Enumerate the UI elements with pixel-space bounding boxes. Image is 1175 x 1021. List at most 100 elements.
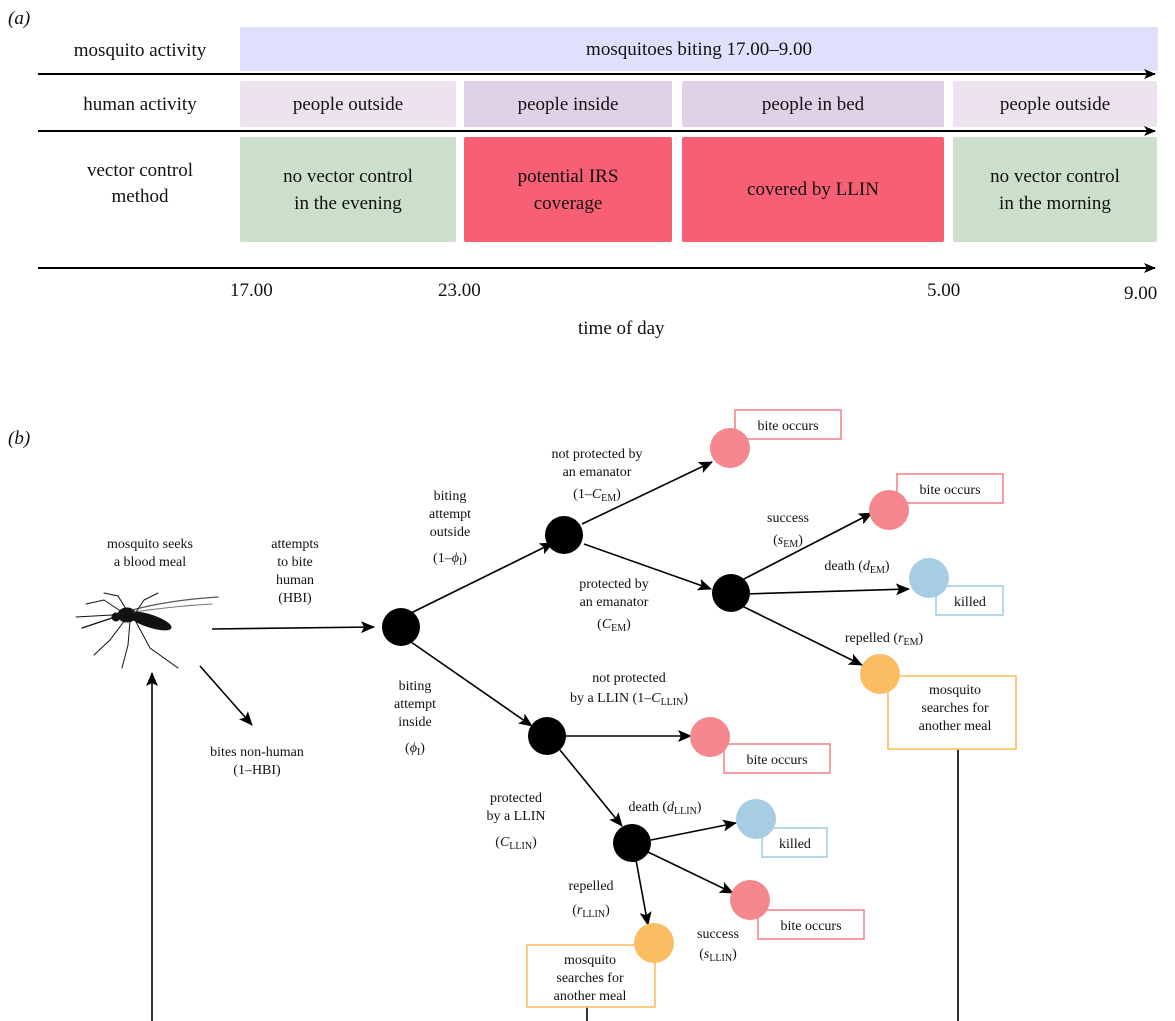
edge-llin-to-repelled	[635, 859, 652, 926]
time-axis-label: time of day	[578, 318, 665, 339]
node-inside	[528, 717, 566, 755]
label-search-llin-2: searches for	[556, 971, 624, 986]
label-nonhuman-2: (1–HBI)	[233, 763, 281, 778]
label-em-3: (CEM)	[597, 617, 631, 634]
label-inside-1: biting	[399, 679, 432, 694]
circle-bite-inside	[690, 717, 730, 757]
label-bite-outside: bite occurs	[757, 419, 818, 434]
vector-box-irs: potential IRS coverage	[464, 137, 672, 242]
label-search-em-1: mosquito	[929, 683, 981, 698]
circle-search-llin	[634, 923, 674, 963]
label-search-em-2: searches for	[921, 701, 989, 716]
label-killed-em: killed	[954, 595, 986, 610]
time-tick-500: 5.00	[927, 280, 961, 301]
circle-bite-em	[869, 490, 909, 530]
label-outside-3: outside	[430, 525, 470, 540]
label-not-em-3: (1–CEM)	[573, 487, 621, 504]
circle-bite-llin	[730, 880, 770, 920]
mosquito-biting-bar: mosquitoes biting 17.00–9.00	[240, 27, 1158, 71]
human-box-inside: people inside	[464, 81, 672, 127]
human-box-outside-morning: people outside	[953, 81, 1157, 127]
node-outside	[545, 516, 583, 554]
label-inside-2: attempt	[394, 697, 436, 712]
label-bite-inside: bite occurs	[746, 753, 807, 768]
label-death-em: death (dEM)	[824, 559, 889, 576]
label-nonhuman-1: bites non-human	[210, 745, 304, 760]
label-search-llin-3: another meal	[554, 989, 627, 1004]
edge-attempt-to-inside	[410, 641, 533, 727]
vector-irs-line1: potential IRS	[517, 165, 619, 187]
edge-llin-to-success	[647, 851, 734, 894]
panel-a-arrows	[38, 69, 1156, 273]
vector-evening-line1: no vector control	[283, 165, 413, 187]
label-death-llin: death (dLLIN)	[629, 800, 702, 817]
vector-box-evening: no vector control in the evening	[240, 137, 456, 242]
row-label-mosquito-activity: mosquito activity	[73, 40, 207, 61]
label-not-llin-2: by a LLIN (1–CLLIN)	[570, 691, 688, 708]
vector-morning-line2: in the morning	[999, 192, 1111, 214]
label-outside-2: attempt	[429, 507, 471, 522]
circle-bite-outside	[710, 428, 750, 468]
edge-em-to-death	[744, 583, 910, 596]
box-killed-em	[935, 585, 1004, 616]
label-repelled-llin-1: repelled	[568, 879, 613, 894]
circle-killed-em	[909, 558, 949, 598]
label-success-llin-2: (sLLIN)	[699, 947, 737, 964]
label-repelled-em: repelled (rEM)	[845, 631, 924, 648]
label-killed-llin: killed	[779, 837, 811, 852]
edge-em-to-repelled	[741, 605, 863, 666]
edge-outside-to-em	[583, 543, 712, 591]
label-outside-1: biting	[434, 489, 467, 504]
label-inside-3: inside	[398, 715, 431, 730]
box-bite-inside	[723, 743, 831, 774]
vector-box-llin: covered by LLIN	[682, 137, 944, 242]
label-search-llin-1: mosquito	[564, 953, 616, 968]
node-llin	[613, 824, 651, 862]
label-llin-3: (CLLIN)	[495, 835, 537, 852]
human-box-in-bed: people in bed	[682, 81, 944, 127]
edge-attempt-to-outside	[410, 542, 554, 614]
box-killed-llin	[761, 827, 828, 858]
node-attempt	[382, 608, 420, 646]
edge-outside-to-bite	[581, 461, 713, 525]
label-llin-2: by a LLIN	[486, 809, 545, 824]
label-em-2: an emanator	[580, 595, 649, 610]
vector-evening-line2: in the evening	[294, 192, 402, 214]
label-attempt-1: attempts	[271, 537, 318, 552]
vector-morning-line1: no vector control	[990, 165, 1120, 187]
human-box-outside-evening: people outside	[240, 81, 456, 127]
label-seek-2: a blood meal	[114, 555, 186, 570]
box-bite-em	[896, 473, 1004, 504]
label-bite-llin: bite occurs	[780, 919, 841, 934]
box-bite-llin	[757, 909, 865, 940]
label-seek-1: mosquito seeks	[107, 537, 193, 552]
box-search-llin	[526, 944, 656, 1008]
label-em-1: protected by	[579, 577, 649, 592]
label-not-em-1: not protected by	[552, 447, 643, 462]
time-tick-900: 9.00	[1124, 283, 1158, 304]
box-search-em	[887, 675, 1017, 750]
vector-irs-line2: coverage	[533, 192, 603, 214]
label-not-em-2: an emanator	[563, 465, 632, 480]
time-tick-1700: 17.00	[230, 280, 273, 301]
row-label-vector-control: vector control method	[40, 158, 240, 210]
label-inside-4: (ϕI)	[405, 741, 425, 758]
mosquito-icon	[75, 592, 219, 669]
edge-em-to-success	[741, 512, 873, 581]
label-outside-4: (1–ϕI)	[433, 551, 467, 568]
label-attempt-3: human	[276, 573, 314, 588]
label-success-em-1: success	[767, 511, 809, 526]
panel-b-label: (b)	[8, 428, 31, 449]
label-llin-1: protected	[490, 791, 542, 806]
time-tick-2300: 23.00	[438, 280, 481, 301]
node-em	[712, 574, 750, 612]
edge-seek-to-nonhuman	[199, 665, 253, 726]
edge-seek-to-attempt	[211, 621, 375, 634]
circle-killed-llin	[736, 799, 776, 839]
panel-a-label: (a)	[8, 8, 31, 29]
edge-llin-to-death	[650, 819, 737, 841]
label-success-em-2: (sEM)	[773, 533, 803, 550]
decision-tree: bite occurs bite occurs killed mosquito …	[75, 409, 1017, 1021]
label-not-llin-1: not protected	[592, 671, 665, 686]
row-label-human-activity: human activity	[83, 94, 197, 115]
